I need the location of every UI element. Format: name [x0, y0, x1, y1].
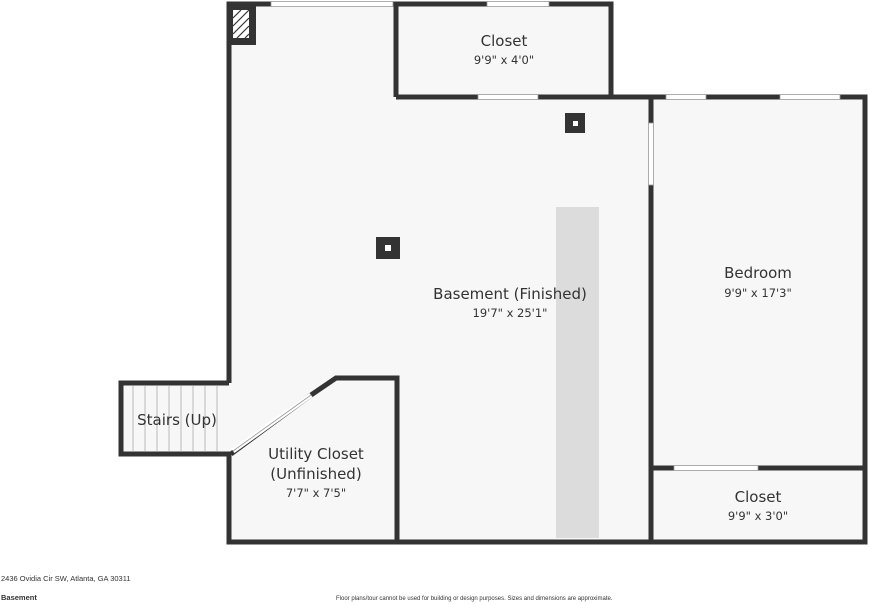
closet-bottom-name: Closet	[735, 488, 782, 506]
doorway-bottom-closet	[673, 465, 759, 471]
doorway-top-closet	[477, 94, 539, 100]
doorway-utility-edge	[232, 394, 312, 452]
support-beam	[556, 207, 599, 538]
bedroom-name: Bedroom	[724, 264, 792, 282]
bedroom-dim: 9'9" x 17'3"	[724, 286, 792, 300]
closet-top-name: Closet	[481, 32, 528, 50]
utility-name-line2: (Unfinished)	[270, 465, 361, 483]
window-bedroom-left	[665, 94, 707, 100]
disclaimer-text: Floor plans/tour cannot be used for buil…	[336, 596, 613, 602]
window-bedroom-right	[779, 94, 841, 100]
stair-treads	[132, 386, 218, 451]
room-labels: Closet 9'9" x 4'0" Basement (Finished) 1…	[137, 32, 792, 523]
chimney-box	[229, 4, 256, 45]
doorway-bedroom	[648, 122, 654, 186]
opening-top-left	[270, 1, 394, 7]
window-top-closet	[486, 1, 550, 7]
support-posts	[376, 113, 585, 259]
closet-bottom-dim: 9'9" x 3'0"	[728, 509, 788, 523]
basement-dim: 19'7" x 25'1"	[473, 306, 548, 320]
basement-name: Basement (Finished)	[433, 285, 587, 303]
address-text: 2436 Ovidia Cir SW, Atlanta, GA 30311	[1, 574, 131, 583]
closet-top-dim: 9'9" x 4'0"	[474, 53, 534, 67]
openings	[270, 1, 841, 471]
stairs-name: Stairs (Up)	[137, 411, 217, 429]
floor-label: Basement	[1, 593, 37, 602]
utility-name-line1: Utility Closet	[268, 445, 364, 463]
utility-dim: 7'7" x 7'5"	[286, 486, 346, 500]
